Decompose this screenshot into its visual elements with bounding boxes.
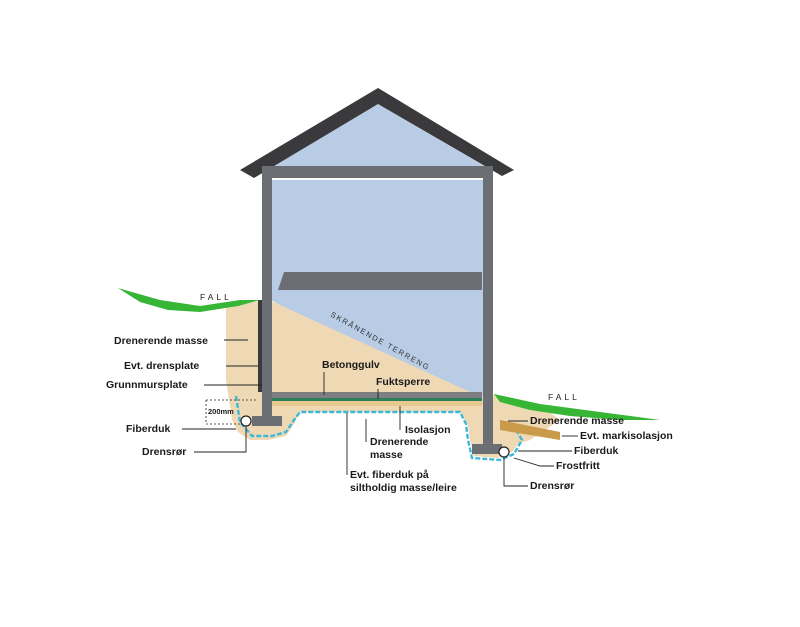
drain-plate (258, 300, 262, 392)
label-fiber-cloth-silt-1: Evt. fiberduk på (350, 469, 429, 481)
label-200mm: 200mm (208, 407, 234, 416)
intermediate-floor (278, 272, 482, 290)
right-footing (472, 444, 502, 454)
label-fiber-cloth-right: Fiberduk (574, 445, 618, 457)
concrete-floor (272, 392, 482, 398)
label-insulation: Isolasjon (405, 424, 451, 436)
label-moisture-barrier: Fuktsperre (376, 376, 430, 388)
label-drain-pipe-right: Drensrør (530, 480, 574, 492)
ceiling-beam (262, 166, 493, 178)
fall-label-left: FALL (200, 292, 232, 302)
grass-left (118, 288, 260, 312)
floor-insulation (272, 401, 482, 406)
drain-pipe-left (240, 415, 252, 427)
label-foundation-wall-plate: Grunnmursplate (106, 379, 188, 391)
label-ground-insulation: Evt. markisolasjon (580, 430, 673, 442)
label-draining-mass-left: Drenerende masse (114, 335, 208, 347)
label-draining-mass-right: Drenerende masse (530, 415, 624, 427)
label-drain-plate: Evt. drensplate (124, 360, 199, 372)
fiber-cloth-membrane (234, 395, 524, 462)
drain-pipe-right (498, 446, 510, 458)
label-fiber-cloth-left: Fiberduk (126, 423, 170, 435)
label-draining-mass-center-1: Drenerende (370, 436, 429, 448)
label-drain-pipe-left: Drensrør (142, 446, 186, 458)
fall-label-right: FALL (548, 392, 580, 402)
label-frost-free: Frostfritt (556, 460, 600, 472)
soil-backfill (226, 300, 524, 458)
right-wall (483, 170, 493, 448)
ground-insulation (500, 420, 560, 440)
left-wall (262, 170, 272, 418)
left-footing (252, 416, 282, 426)
moisture-barrier (272, 398, 482, 401)
label-concrete-floor: Betonggulv (322, 359, 380, 371)
label-draining-mass-center-2: masse (370, 449, 403, 461)
attic-interior (272, 104, 484, 166)
label-fiber-cloth-silt-2: siltholdig masse/leire (350, 482, 457, 494)
grass-right (494, 394, 660, 420)
